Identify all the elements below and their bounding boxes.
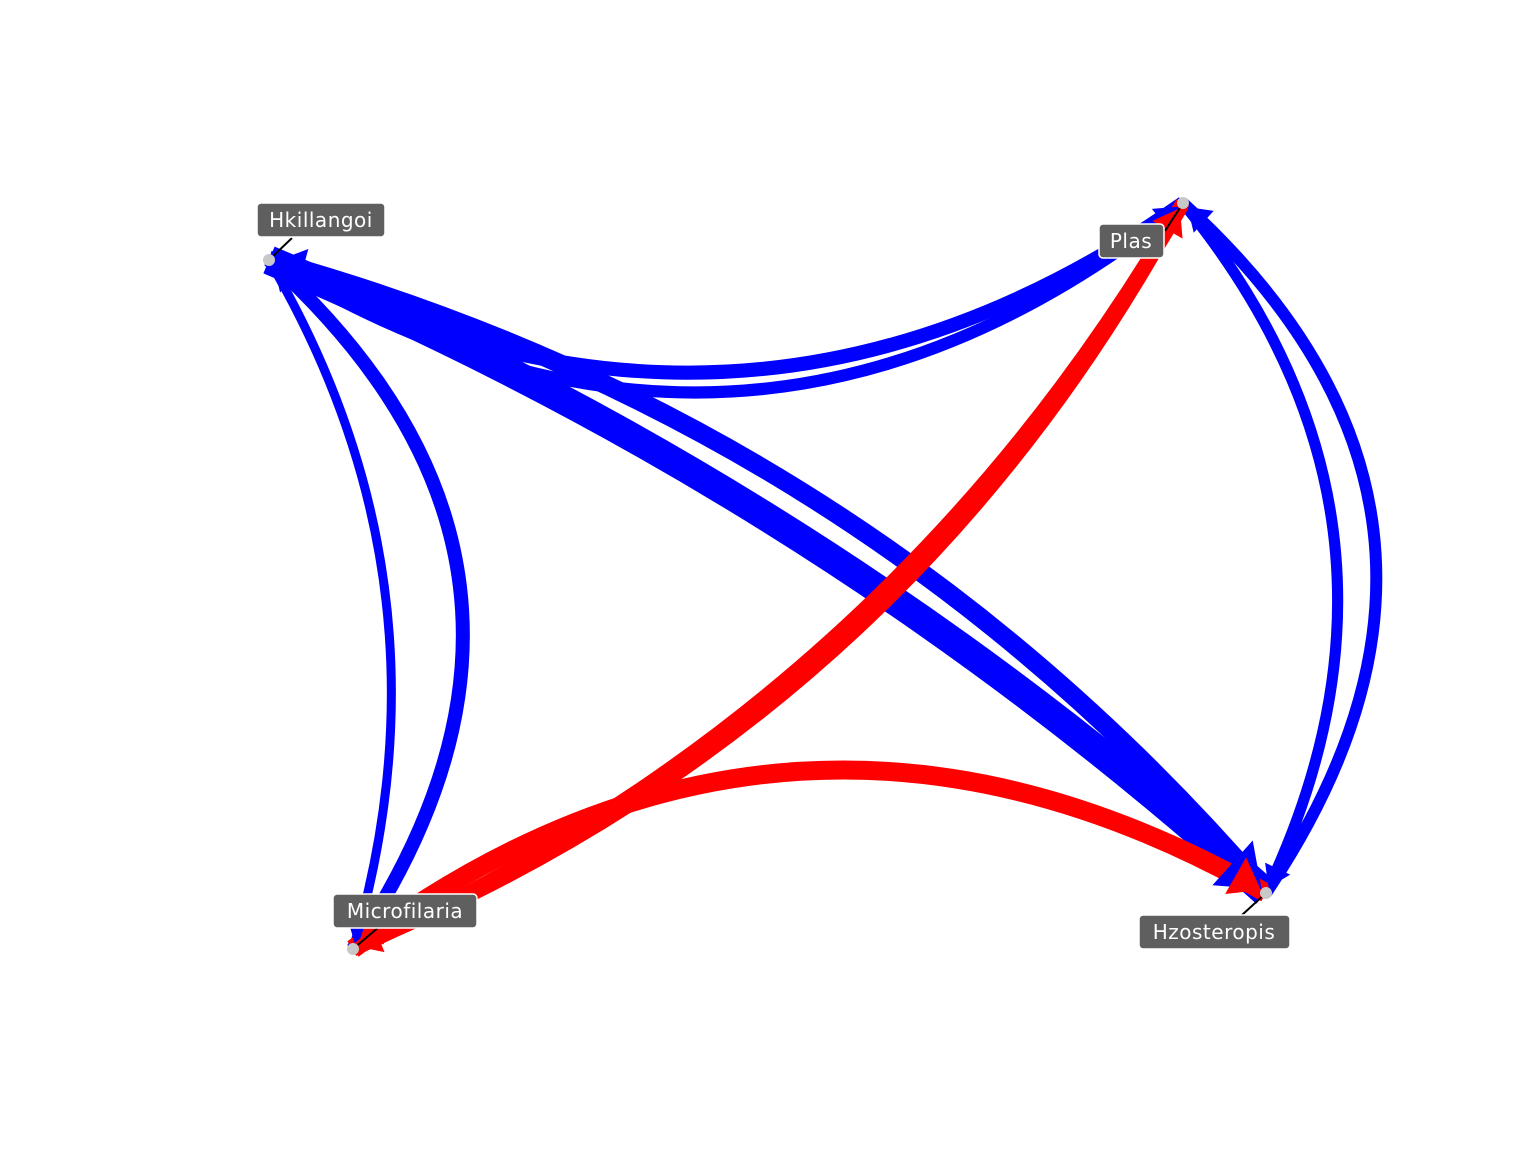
- node-label-box: [1098, 223, 1165, 259]
- edge-hzosteropis-to-hkillangoi: [266, 250, 1274, 900]
- node-label-box: [332, 893, 478, 929]
- arrowhead-hzosteropis-to-plas: [1187, 207, 1214, 233]
- node-label-hzosteropis: Hzosteropis: [1153, 920, 1276, 944]
- node-point: [347, 943, 359, 955]
- edges-layer: [263, 197, 1383, 957]
- edge-hzosteropis-to-microfilaria: [349, 763, 1269, 954]
- edge-hkillangoi-to-hzosteropis: [263, 246, 1276, 904]
- arrowheads-layer: [273, 206, 1291, 953]
- node-label-hkillangoi: Hkillangoi: [269, 208, 373, 232]
- nodes-layer: Hkillangoi Plas Microfilaria Hzosteropis: [256, 197, 1291, 955]
- node-label-microfilaria: Microfilaria: [347, 899, 463, 923]
- arrowhead-microfilaria-to-hkillangoi: [273, 264, 303, 293]
- node-plas: Plas: [1098, 197, 1189, 259]
- node-point: [1177, 197, 1189, 209]
- node-hkillangoi: Hkillangoi: [256, 202, 386, 266]
- edge-hzosteropis-to-plas: [1178, 198, 1383, 897]
- arrowhead-microfilaria-to-hzosteropis: [1225, 857, 1261, 894]
- edge-plas-to-hkillangoi: [265, 197, 1188, 380]
- node-microfilaria: Microfilaria: [332, 893, 478, 955]
- node-label-box: [1138, 914, 1291, 950]
- edge-plas-to-hzosteropis: [1178, 199, 1344, 896]
- node-label-box: [256, 202, 386, 238]
- arrowhead-plas-to-hzosteropis: [1265, 862, 1291, 888]
- edge-microfilaria-to-hkillangoi: [264, 254, 470, 953]
- edge-plas-to-microfilaria: [350, 200, 1189, 955]
- node-point: [1260, 887, 1272, 899]
- node-label-plas: Plas: [1110, 229, 1152, 253]
- node-hzosteropis: Hzosteropis: [1138, 887, 1291, 950]
- edge-hkillangoi-to-microfilaria: [265, 257, 396, 951]
- node-point: [263, 254, 275, 266]
- edge-microfilaria-to-plas: [349, 199, 1190, 956]
